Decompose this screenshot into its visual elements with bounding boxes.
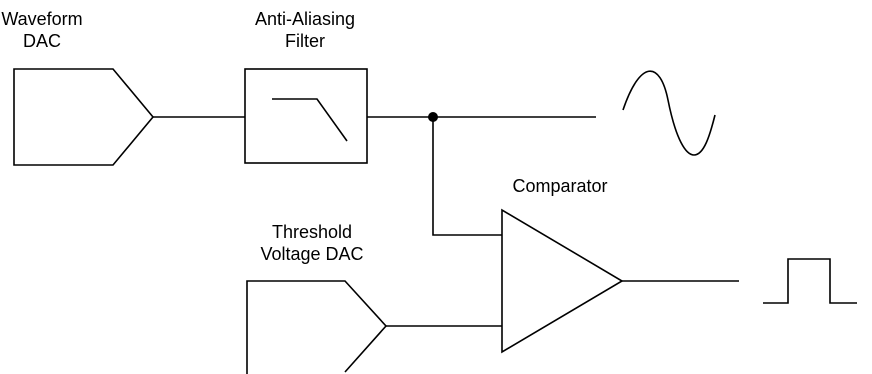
square-pulse-icon <box>763 258 857 304</box>
waveform-dac-label-line2: DAC <box>23 31 61 51</box>
sine-wave-icon <box>622 70 716 156</box>
threshold-dac-block <box>246 280 388 374</box>
anti-aliasing-filter-block <box>244 68 368 164</box>
waveform-dac-block <box>13 68 155 166</box>
threshold-dac-label-line1: Threshold <box>272 222 352 242</box>
comparator-block <box>501 208 624 354</box>
comparator-label: Comparator <box>512 176 607 196</box>
wire-junction-to-comparator <box>432 117 502 236</box>
threshold-dac-label-line2: Voltage DAC <box>260 244 363 264</box>
filter-label-line2: Filter <box>285 31 325 51</box>
low-pass-response-icon <box>272 98 348 142</box>
filter-label-line1: Anti-Aliasing <box>255 9 355 29</box>
waveform-dac-label-line1: Waveform <box>1 9 82 29</box>
